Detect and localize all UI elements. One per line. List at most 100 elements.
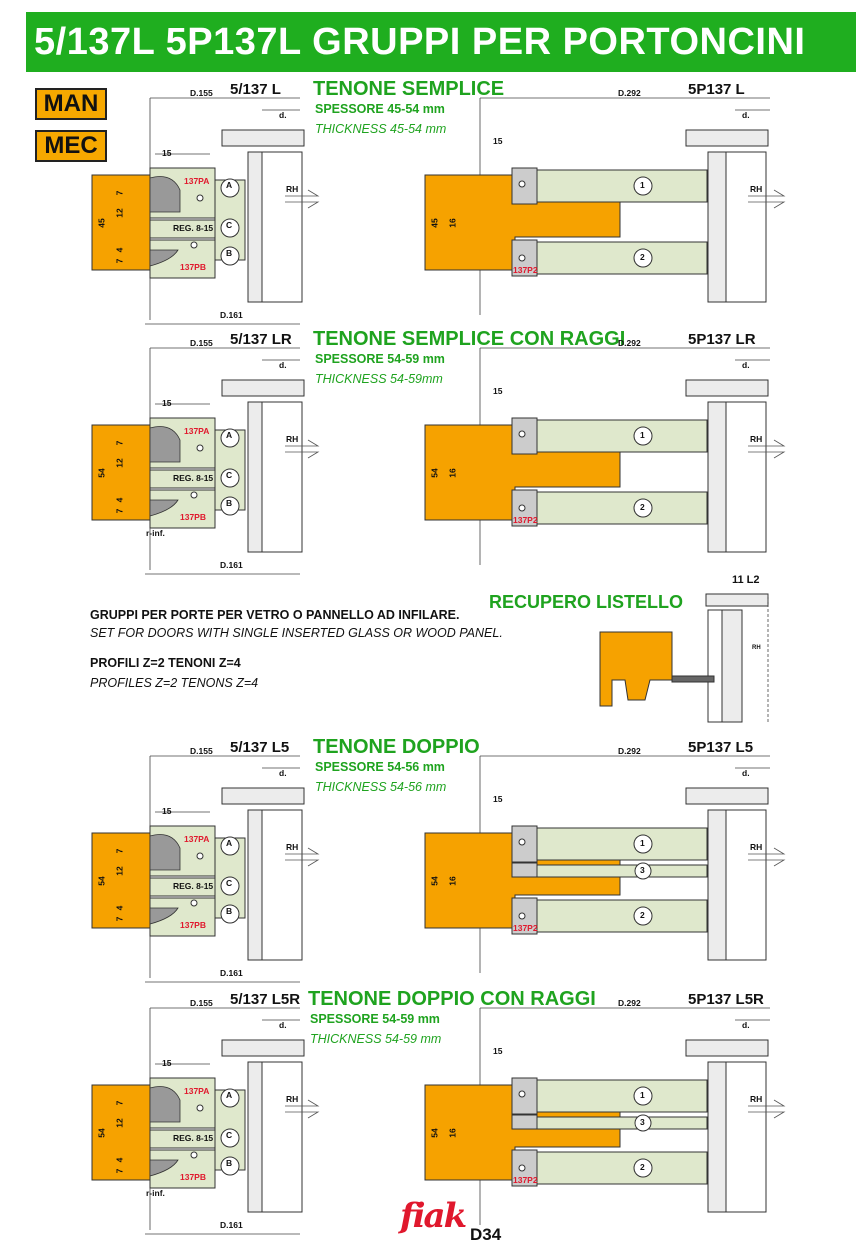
dim-4: 4 [114, 1157, 125, 1163]
reg-label: REG. 8-15 [173, 473, 214, 483]
height-dim: 45 [96, 218, 107, 228]
rh-arrow-right [748, 847, 786, 867]
screw [196, 194, 204, 202]
right-diameter-label: D.292 [618, 88, 641, 98]
tool-1-circle [633, 1086, 653, 1106]
profile-cutter-bottom [149, 907, 179, 925]
screw [518, 430, 526, 438]
cutter-137pa: 137PA [184, 176, 210, 186]
door-frame-right [707, 151, 727, 303]
spacer-c [220, 876, 240, 896]
dim-12: 12 [114, 458, 125, 468]
tool-plate-1 [536, 419, 708, 453]
recupero-title: RECUPERO LISTELLO [489, 592, 684, 612]
page-title: 5/137L 5P137L GRUPPI PER PORTONCINI [26, 12, 856, 72]
cutter-137pa: 137PA [184, 426, 210, 436]
tool-2-label: 2 [640, 910, 645, 920]
dim-7: 7 [114, 440, 125, 446]
frame-outline [261, 151, 303, 303]
glazing-bead-right [685, 787, 769, 805]
dim-d-left: d. [279, 110, 287, 120]
reg-label: REG. 8-15 [173, 223, 214, 233]
tool-arm-1 [511, 167, 538, 205]
spacer-c-label: C [226, 470, 233, 480]
glazing-bead-right [685, 379, 769, 397]
bottom-diameter-label: D.161 [220, 968, 243, 978]
frame-outline [261, 1061, 303, 1213]
frame-outline-right [725, 809, 767, 961]
left-tool-code: 5/137 L [230, 81, 281, 98]
cutter-137pb: 137PB [180, 512, 206, 522]
recupero-code: 11 L2 [732, 574, 760, 586]
cutter-137pb: 137PB [180, 1172, 206, 1182]
frame-outline-right [725, 151, 767, 303]
tool-plate-3 [536, 1116, 708, 1130]
rh-left: RH [286, 434, 299, 444]
dim-7b: 7 [114, 508, 125, 514]
tool-arm-3 [511, 1114, 538, 1130]
screw [196, 1104, 204, 1112]
rh-right: RH [750, 842, 763, 852]
left-diameter-label: D.155 [190, 746, 213, 756]
left-tool-code: 5/137 L5R [230, 991, 301, 1008]
recupero-shaft [671, 675, 715, 683]
spacer-b-label: B [226, 1158, 233, 1168]
spacer-c [220, 468, 240, 488]
dim-4: 4 [114, 905, 125, 911]
tool-1-label: 1 [640, 1090, 645, 1100]
dim-d-left: d. [279, 1020, 287, 1030]
rh-left: RH [286, 842, 299, 852]
tool-2-circle [633, 498, 653, 518]
tool-1-label: 1 [640, 180, 645, 190]
cutter-137pa: 137PA [184, 834, 210, 844]
spacer-b [220, 904, 240, 924]
dim-16: 16 [447, 1128, 458, 1138]
profile-cutter-top [149, 1086, 181, 1123]
tool-1-label: 1 [640, 430, 645, 440]
screw [518, 912, 526, 920]
section-thickness-it: SPESSORE 54-56 mm [315, 760, 445, 774]
screw [518, 254, 526, 262]
frame-outline-right [725, 401, 767, 553]
rh-arrow [285, 189, 320, 209]
tool-2-circle [633, 906, 653, 926]
tool-arm-3 [511, 862, 538, 878]
dim-4: 4 [114, 497, 125, 503]
dim-15-left: 15 [162, 1058, 172, 1068]
dim-4: 4 [114, 247, 125, 253]
glazing-bead [221, 129, 305, 147]
dim-12: 12 [114, 866, 125, 876]
spacer-a-label: A [226, 430, 233, 440]
recupero-workpiece [599, 631, 673, 707]
spacer-c-label: C [226, 878, 233, 888]
spacer-b [220, 1156, 240, 1176]
r-inf-label: r-inf. [146, 528, 165, 538]
dim-7b: 7 [114, 258, 125, 264]
tool-2-circle [633, 248, 653, 268]
reg-label: REG. 8-15 [173, 1133, 214, 1143]
spacer-c [220, 218, 240, 238]
tool-3-label: 3 [640, 1117, 645, 1127]
profile-cutter-top [149, 176, 181, 213]
left-diameter-label: D.155 [190, 998, 213, 1008]
cutter-137pb: 137PB [180, 920, 206, 930]
glazing-bead [221, 1039, 305, 1057]
screw [190, 491, 198, 499]
recupero-rh-label: RH [752, 645, 761, 651]
door-frame [247, 401, 263, 553]
left-tool-code: 5/137 L5 [230, 739, 290, 756]
glazing-bead [221, 379, 305, 397]
door-frame-right [707, 1061, 727, 1213]
spacer-c [220, 1128, 240, 1148]
tool-plate-2 [536, 491, 708, 525]
section-thickness-en: THICKNESS 54-56 mm [315, 780, 447, 794]
profile-cutter-bottom [149, 249, 179, 267]
frame-outline [261, 809, 303, 961]
spacer-b [220, 246, 240, 266]
tool-plate-3 [536, 864, 708, 878]
dim-d-right: d. [742, 768, 750, 778]
section-thickness-it: SPESSORE 54-59 mm [310, 1012, 440, 1026]
screw [518, 838, 526, 846]
spacer-b [220, 496, 240, 516]
